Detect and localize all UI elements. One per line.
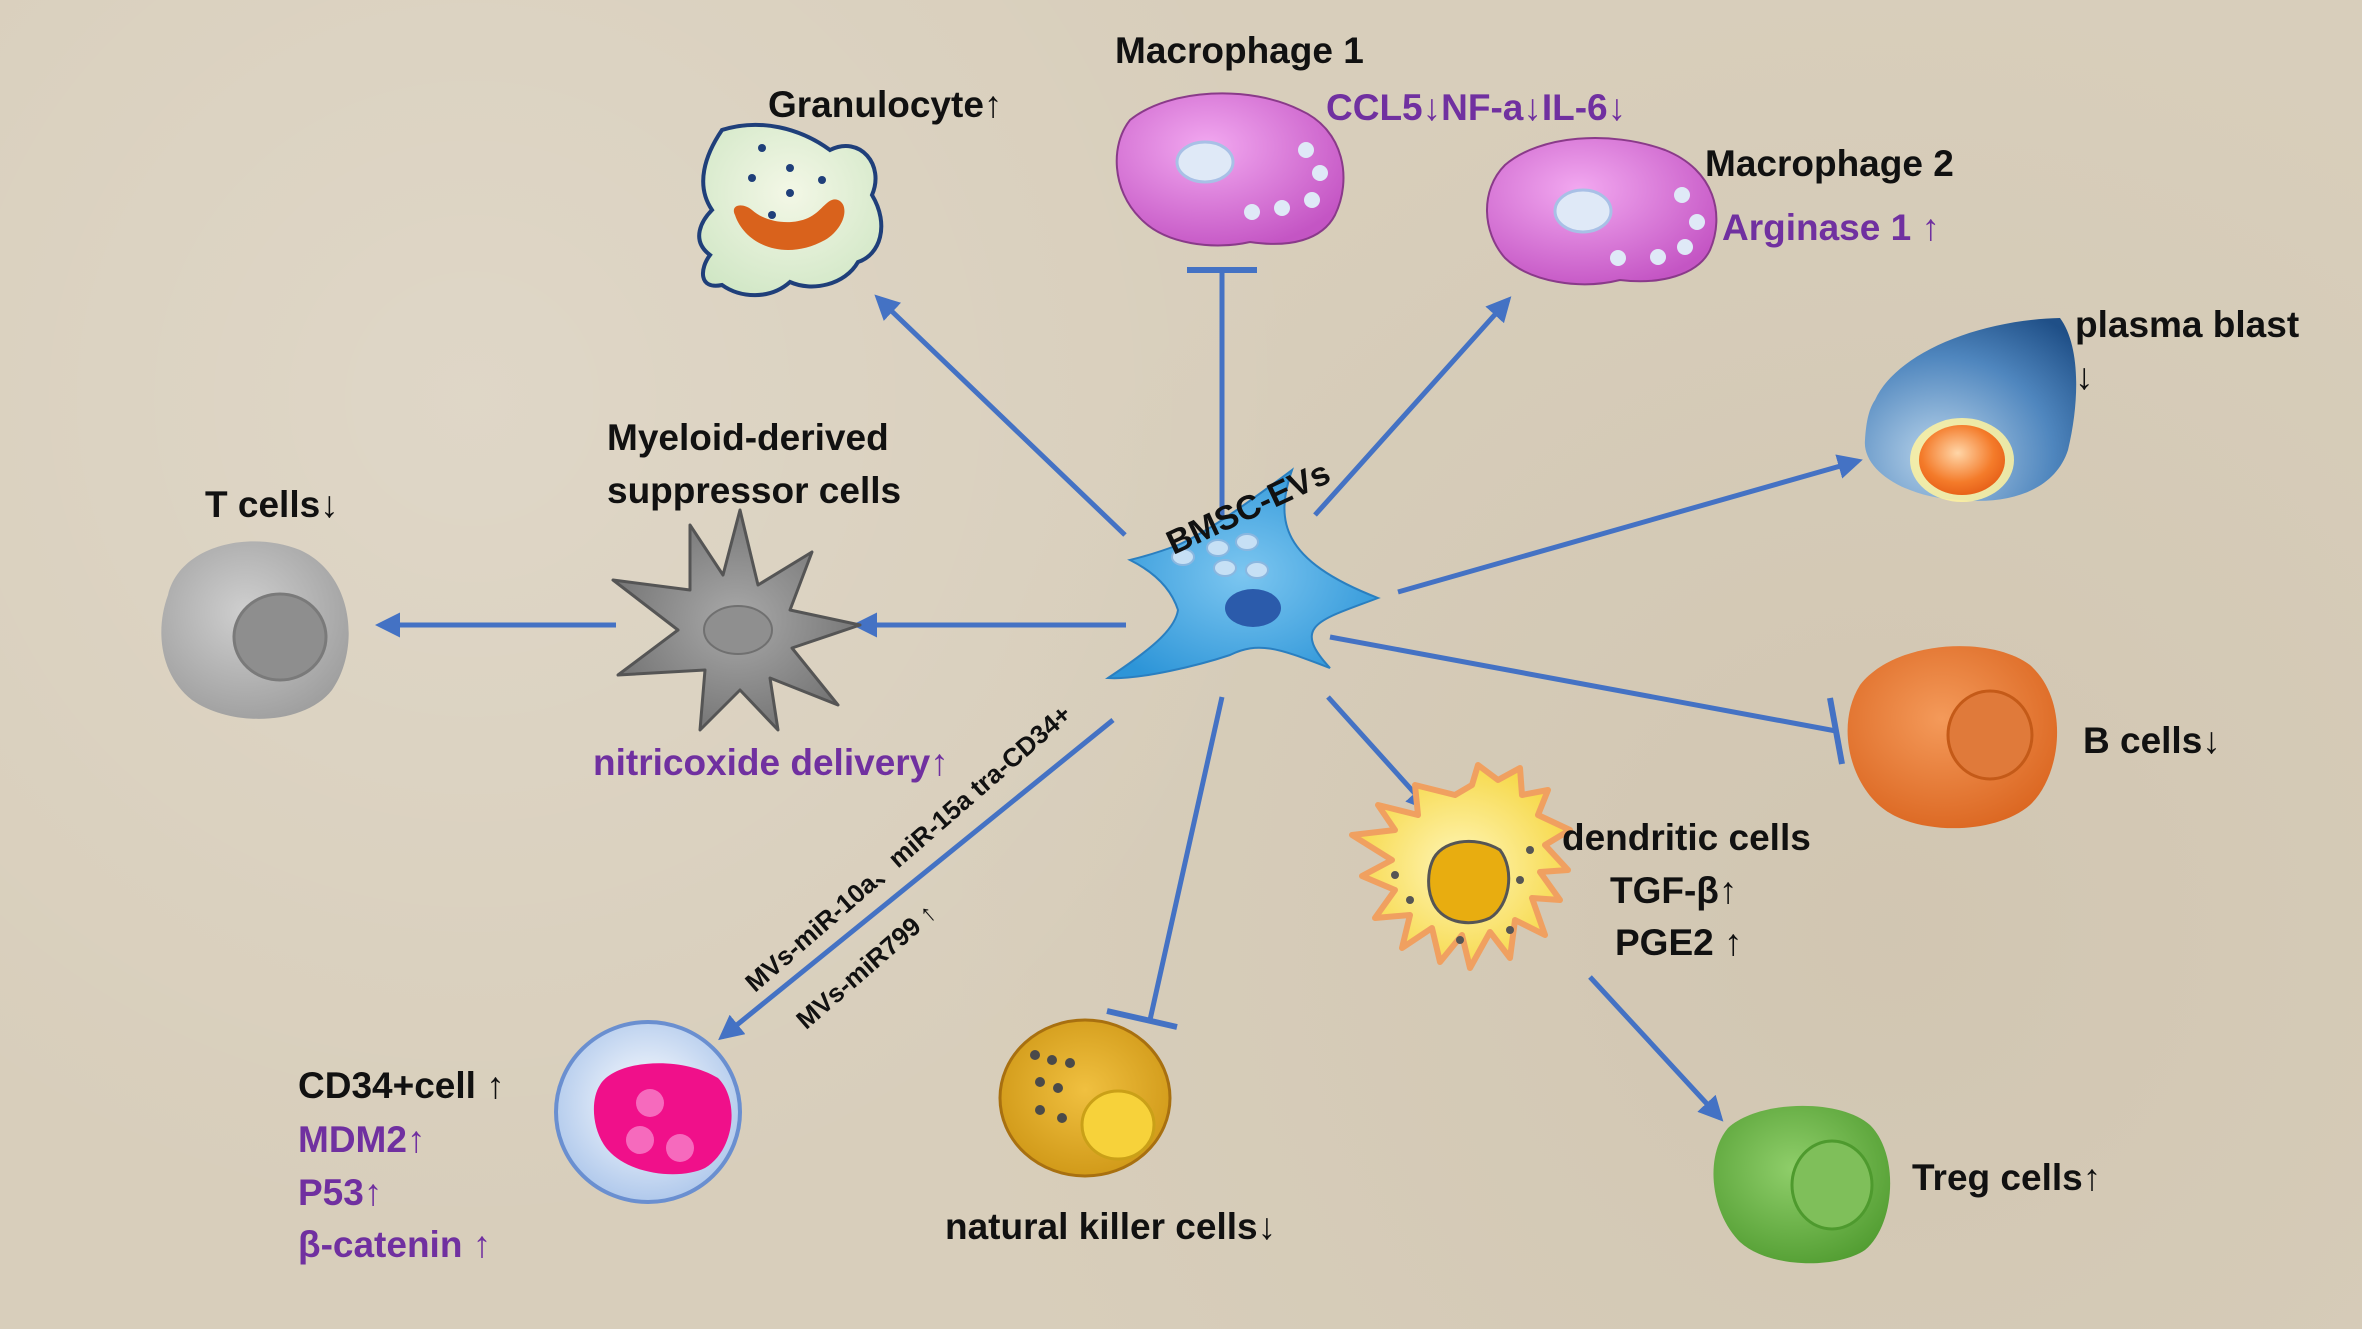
dendritic-effect-tgf: TGF-β↑ — [1610, 870, 1738, 911]
cd34-effect-mdm2: MDM2↑ — [298, 1119, 426, 1160]
mdsc-label-line2: suppressor cells — [607, 470, 902, 511]
dendritic-effect-pge2: PGE2 ↑ — [1615, 922, 1743, 963]
treg-label: Treg cells↑ — [1912, 1157, 2102, 1198]
plasma-blast-label: plasma blast — [2075, 304, 2300, 345]
mdsc-effect: nitricoxide delivery↑ — [593, 742, 949, 783]
t-cells-icon — [161, 541, 349, 719]
arrow-dendritic-to-treg — [1588, 975, 1724, 1122]
cd34-label: CD34+cell ↑ — [298, 1065, 505, 1106]
nk-label: natural killer cells↓ — [945, 1206, 1277, 1247]
arrow-to-granulocyte — [874, 294, 1127, 537]
arrow-to-macrophage2 — [1313, 296, 1512, 517]
arrow-to-plasma-blast — [1397, 454, 1863, 595]
dendritic-cell-icon — [1349, 762, 1573, 971]
granulocyte-label: Granulocyte↑ — [768, 84, 1003, 125]
b-cells-label: B cells↓ — [2083, 720, 2221, 761]
macrophage2-effect: Arginase 1 ↑ — [1722, 207, 1940, 248]
cd34-effect-beta-catenin: β-catenin ↑ — [298, 1224, 492, 1265]
granulocyte-icon — [697, 122, 884, 298]
mdsc-label-line1: Myeloid-derived — [607, 417, 889, 458]
macrophage2-icon — [1486, 137, 1718, 286]
inhibit-to-nk — [1106, 696, 1225, 1030]
bmsc-evs-cell-icon — [1104, 467, 1381, 680]
macrophage1-label: Macrophage 1 — [1115, 30, 1364, 71]
macrophage1-effect: CCL5↓NF-a↓IL-6↓ — [1326, 87, 1627, 128]
dendritic-label: dendritic cells — [1562, 817, 1811, 858]
arrow-to-dendritic — [1326, 695, 1432, 812]
cd34-effect-p53: P53↑ — [298, 1172, 383, 1213]
t-cells-label: T cells↓ — [205, 484, 339, 525]
b-cells-icon — [1847, 646, 2058, 829]
treg-cells-icon — [1713, 1105, 1891, 1264]
mdsc-icon — [611, 508, 862, 732]
cd34-cell-icon — [554, 1020, 742, 1204]
plasma-blast-arrow: ↓ — [2075, 356, 2094, 397]
connectors — [375, 267, 1863, 1122]
arrow-to-cd34 — [718, 718, 1115, 1041]
nk-cells-icon — [998, 1018, 1172, 1178]
inhibit-to-macrophage1 — [1187, 267, 1257, 520]
macrophage2-label: Macrophage 2 — [1705, 143, 1954, 184]
inhibit-to-b-cells — [1329, 634, 1845, 765]
plasma-blast-icon — [1864, 318, 2077, 502]
macrophage1-icon — [1115, 92, 1345, 247]
